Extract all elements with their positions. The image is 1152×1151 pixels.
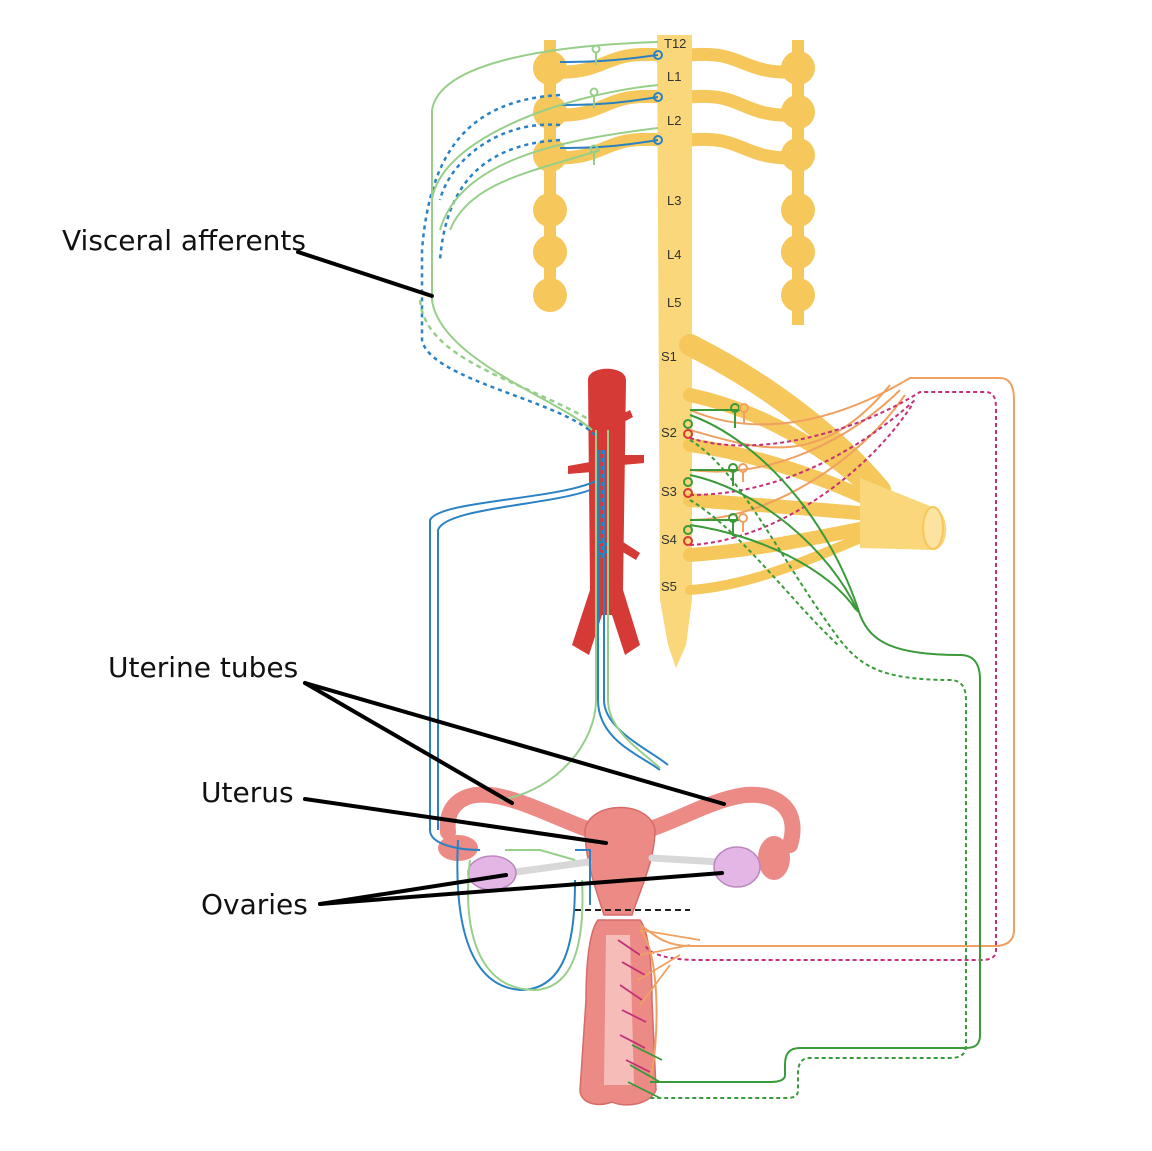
leader-visceral-afferents xyxy=(296,250,434,298)
label-visceral-afferents: Visceral afferents xyxy=(62,224,306,257)
vaginal-lumen xyxy=(604,935,634,1085)
pelvic-splanchnic-magenta-dashed xyxy=(644,391,997,961)
sciatic-nerve-end xyxy=(922,506,944,550)
leader-uterine-tube-left xyxy=(303,681,514,805)
leader-ovary-left xyxy=(318,873,508,906)
ovarian-ligaments xyxy=(504,854,724,877)
right-sympathetic-chain xyxy=(781,40,815,325)
leader-uterine-tube-right xyxy=(303,681,726,806)
leader-ovary-right xyxy=(318,871,724,906)
left-ovary xyxy=(467,855,517,891)
callout-leaders xyxy=(296,250,726,906)
segment-label-l5: L5 xyxy=(667,295,681,310)
spinal-cord xyxy=(657,35,692,668)
segment-label-t12: T12 xyxy=(664,36,686,51)
vaginal-nerve-endings xyxy=(617,929,701,1099)
segment-label-l4: L4 xyxy=(667,247,681,262)
label-ovaries: Ovaries xyxy=(201,888,308,921)
segment-label-l1: L1 xyxy=(667,69,681,84)
segment-label-s5: S5 xyxy=(661,579,677,594)
aorta xyxy=(568,368,644,655)
leader-uterus xyxy=(303,797,608,845)
label-uterine-tubes: Uterine tubes xyxy=(108,651,298,684)
fimbriae xyxy=(438,835,790,880)
uterine-tubes xyxy=(439,786,801,853)
left-sympathetic-chain xyxy=(533,40,567,312)
uterus-body xyxy=(584,806,656,916)
lumbar-spinal-nerves xyxy=(543,47,805,165)
segment-label-s4: S4 xyxy=(661,532,677,547)
segment-label-s1: S1 xyxy=(661,349,677,364)
segment-label-s3: S3 xyxy=(661,484,677,499)
afferent-cell-bodies xyxy=(589,44,601,165)
segment-label-l2: L2 xyxy=(667,113,681,128)
sympathetic-fibers xyxy=(429,54,669,992)
label-uterus: Uterus xyxy=(201,776,294,809)
parasympathetic-green-dashed xyxy=(650,439,967,1099)
parasympathetic-green xyxy=(650,409,981,1083)
segment-label-s2: S2 xyxy=(661,425,677,440)
sacral-ganglion-markers xyxy=(683,403,749,546)
visceral-afferent-fibers xyxy=(431,41,661,992)
segment-labels: T12 L1 L2 L3 L4 L5 S1 S2 S3 S4 S5 xyxy=(661,36,686,594)
visceral-afferent-dashed xyxy=(418,299,591,422)
right-ovary xyxy=(713,846,761,888)
segment-label-l3: L3 xyxy=(667,193,681,208)
